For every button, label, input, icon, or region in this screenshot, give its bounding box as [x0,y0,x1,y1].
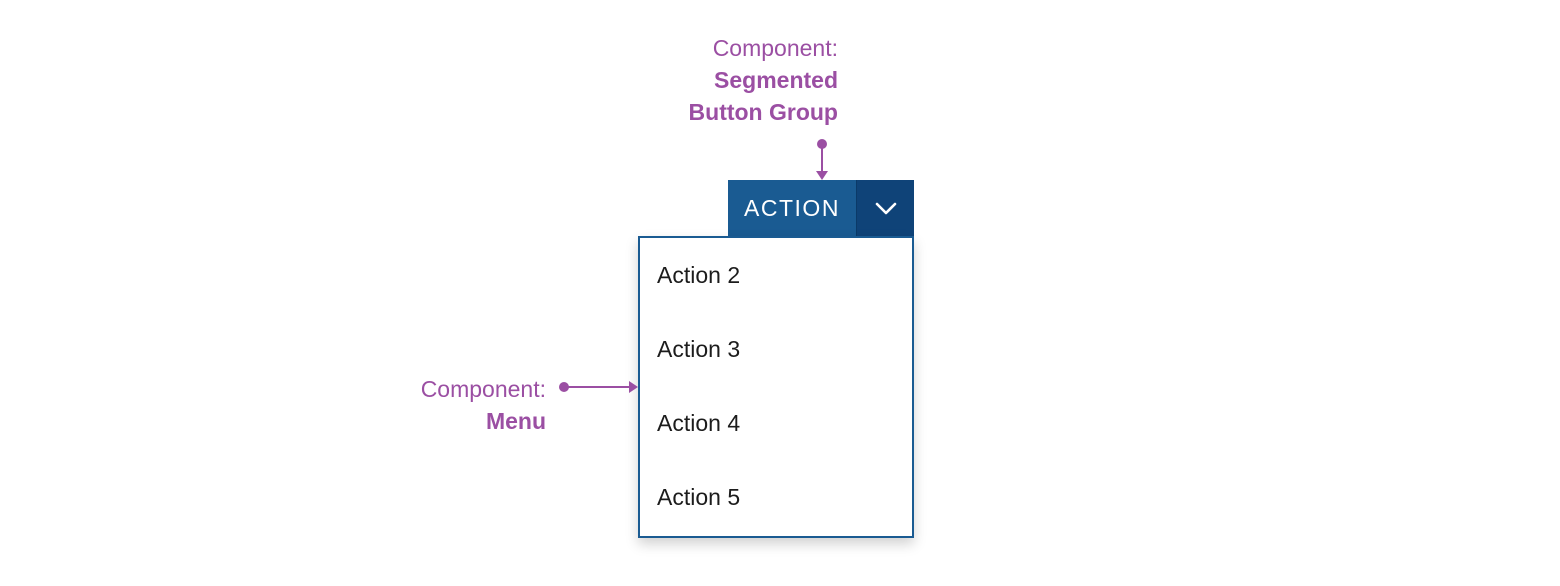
annotation-component-name: Button Group [688,99,838,125]
segmented-button-group: ACTION [728,180,914,237]
menu-item-action-5[interactable]: Action 5 [657,483,741,510]
connector-arrow [816,171,828,180]
connector-line [566,386,630,388]
menu-item-action-3[interactable]: Action 3 [657,335,741,362]
dropdown-toggle-button[interactable] [856,180,914,237]
action-button[interactable]: ACTION [728,180,856,237]
annotation-component-name: Menu [485,408,546,434]
dropdown-menu: Action 2 Action 3 Action 4 Action 5 [638,236,914,538]
connector-arrow [629,381,638,393]
menu-item-action-2[interactable]: Action 2 [657,261,741,288]
segmented-button-group-annotation: Component: Segmented Button Group [689,32,838,128]
menu-item-action-4[interactable]: Action 4 [657,409,741,436]
menu-annotation: Component: Menu [421,373,546,437]
annotation-component-name: Segmented [714,67,838,93]
connector-dot [817,139,827,149]
connector-line [821,146,823,172]
annotation-prefix: Component: [420,376,546,402]
connector-dot [559,382,569,392]
annotation-prefix: Component: [712,35,838,61]
chevron-down-icon [875,202,896,214]
